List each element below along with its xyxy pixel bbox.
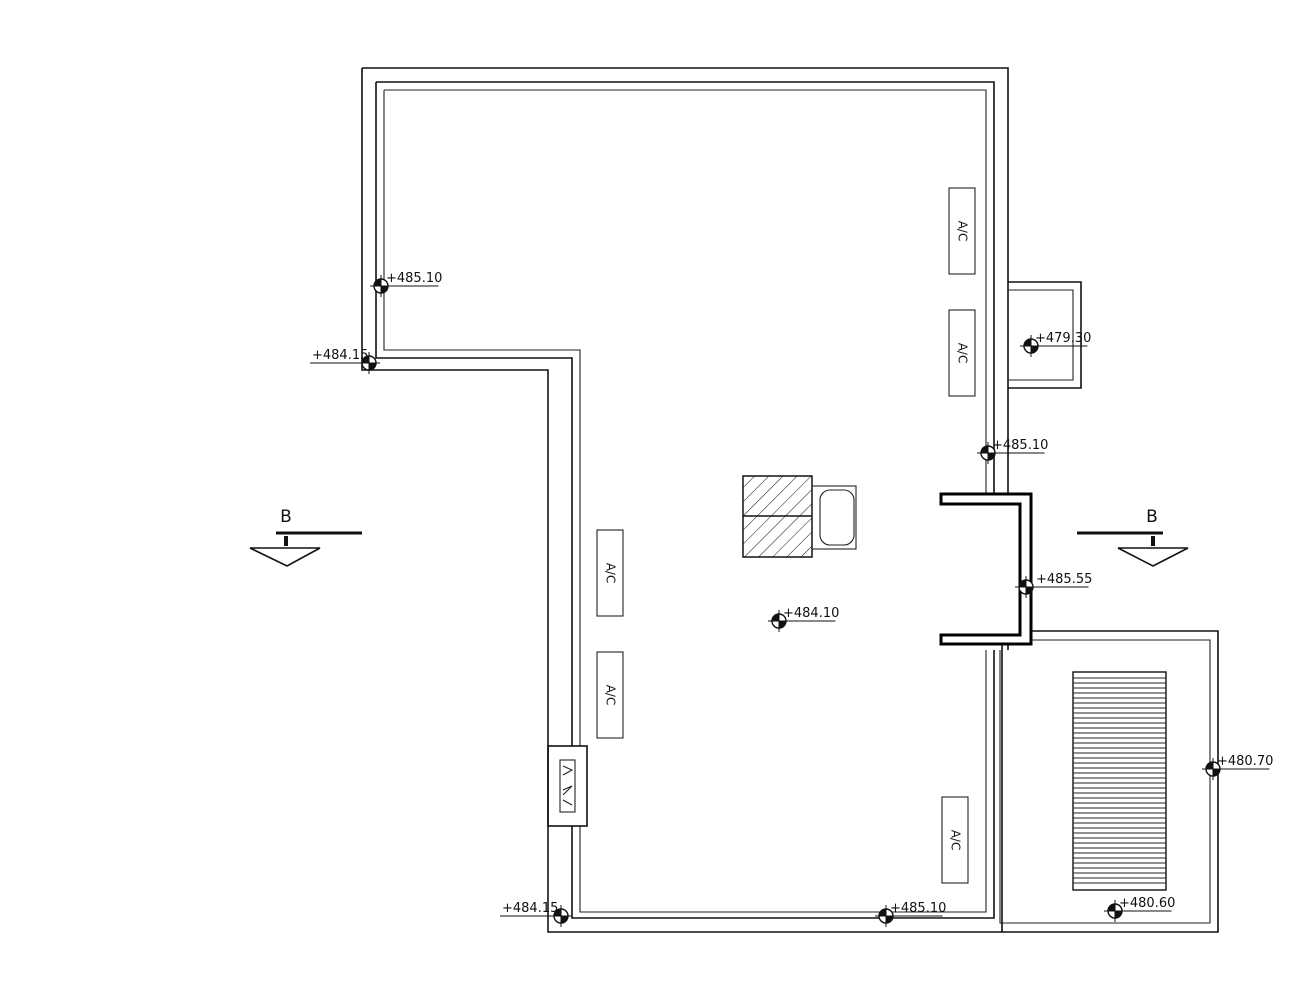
elevation-label: +485.10 [890,901,946,916]
stair-grille [1072,671,1167,891]
balcony-outline [1008,281,1082,389]
outer-wall-inner-line [375,81,995,919]
central-fixture [742,475,857,558]
elevation-label: +485.55 [1036,572,1092,587]
wall-opening-symbol [547,745,588,827]
ac-unit: A/C [596,529,624,617]
inner-wall-line [383,89,987,913]
elevation-marker: +484.10 [768,606,839,632]
elevation-marker: +484.15 [310,348,380,374]
ac-unit: A/C [941,796,969,884]
elevation-marker: +485.55 [1015,572,1092,598]
elevation-label: +485.10 [386,271,442,286]
elevation-label: +484.15 [502,901,558,916]
elevation-label: +485.10 [992,438,1048,453]
ac-label: A/C [604,563,618,584]
ac-label: A/C [956,221,970,242]
terrace-inner [999,639,1211,924]
outer-wall [361,67,1009,933]
elevation-symbol-icon [977,442,999,464]
ac-label: A/C [956,343,970,364]
left-return-wall [547,370,549,932]
elevation-label: +480.70 [1217,754,1273,769]
elevation-label: +484.15 [312,348,368,363]
ac-unit: A/C [948,187,976,275]
entrance-bay [939,492,1033,646]
section-marker-right: B [1077,507,1189,567]
terrace-outline [1001,630,1219,933]
elevation-label: +484.10 [783,606,839,621]
section-label-left: B [280,507,292,527]
elevation-marker: +485.10 [370,271,442,297]
elevation-label: +479.30 [1035,331,1091,346]
ac-label: A/C [949,830,963,851]
elevation-marker: +485.10 [977,438,1048,464]
elevation-marker: +485.10 [875,901,946,927]
ac-label: A/C [604,685,618,706]
elevation-marker: +479.30 [1020,331,1091,357]
elevation-marker: +480.70 [1202,754,1273,780]
elevation-marker: +480.60 [1104,896,1175,922]
section-marker-left: B [249,507,362,567]
ac-unit: A/C [948,309,976,397]
elevation-label: +480.60 [1119,896,1175,911]
elevation-marker: +484.15 [500,901,572,927]
section-label-right: B [1146,507,1158,527]
elevation-symbol-icon [370,275,392,297]
balcony-inner [1008,289,1074,381]
elevation-markers: +485.10 +484.15 +479.30 +485.10 +485.55 … [310,271,1273,927]
ac-unit: A/C [596,651,624,739]
